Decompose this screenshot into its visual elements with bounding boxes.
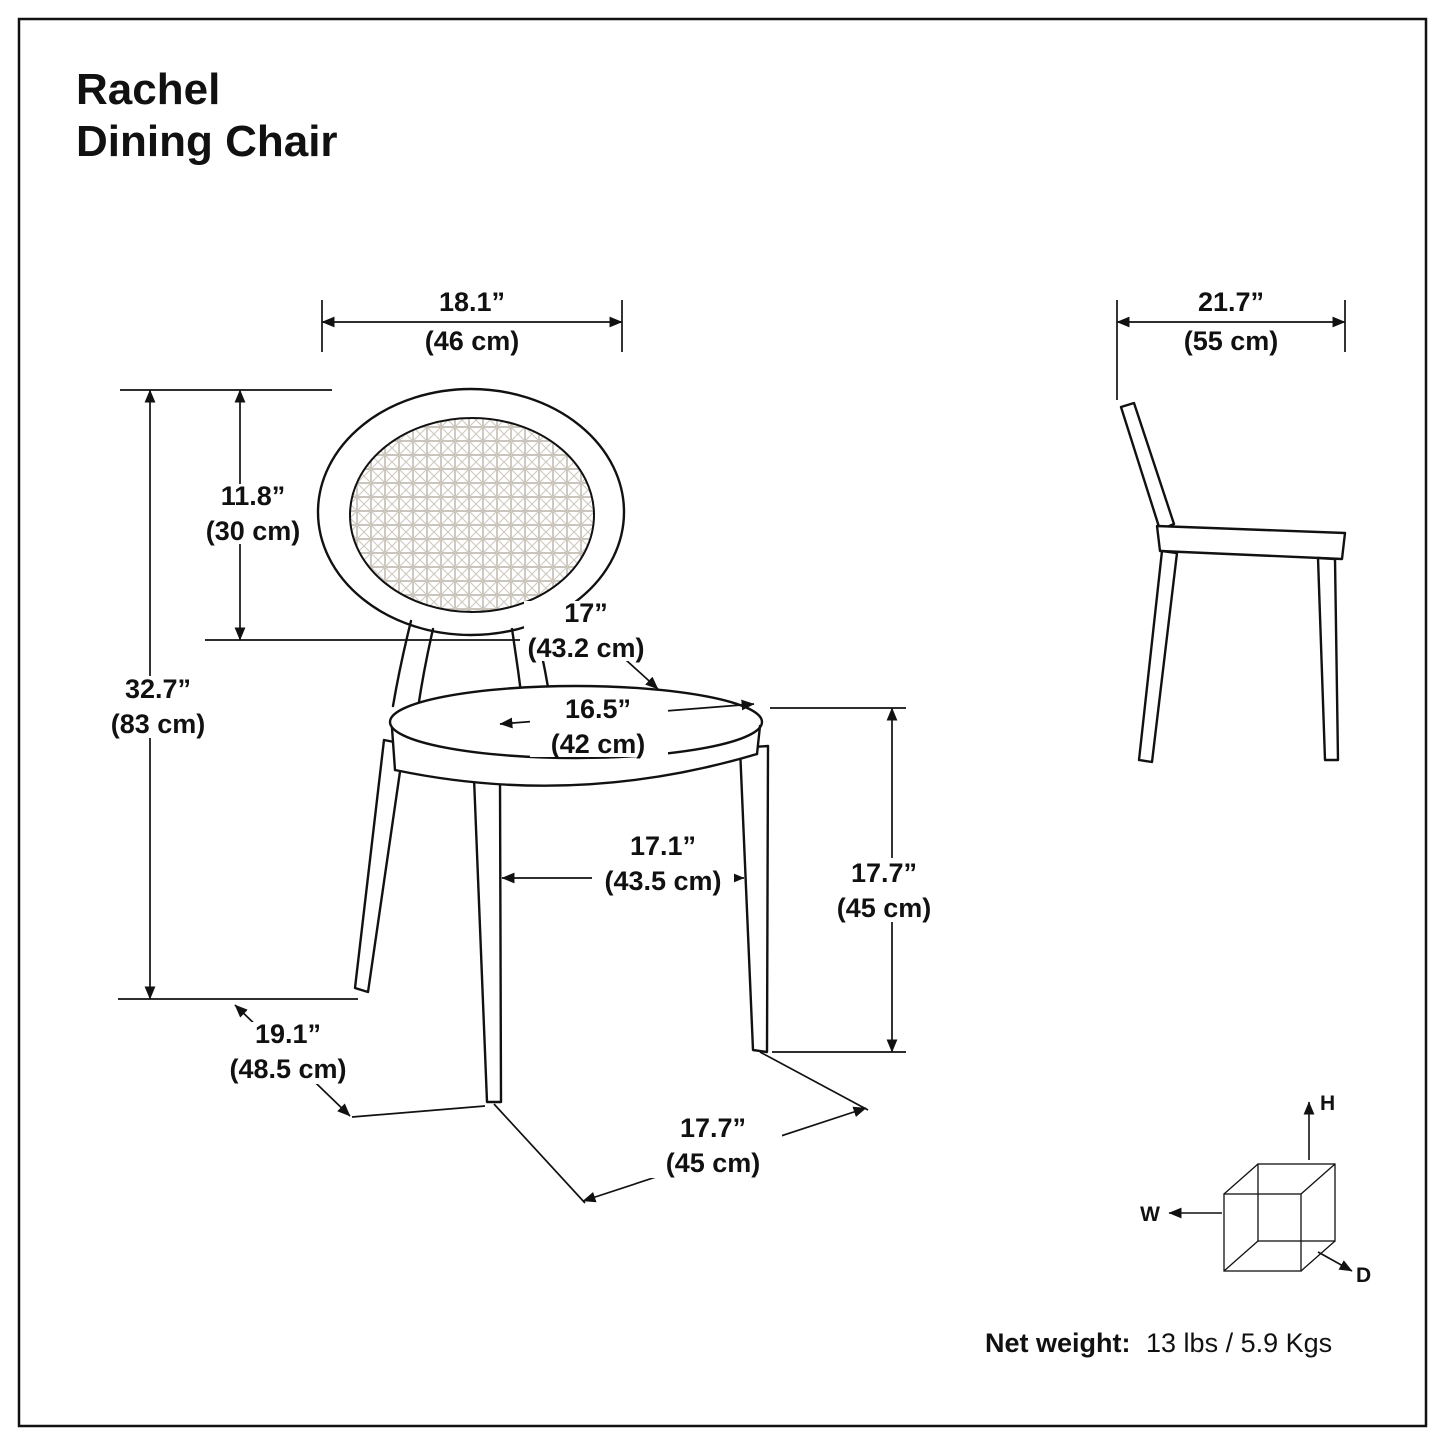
side-front-leg [1316, 556, 1340, 762]
axis-label-d: D [1356, 1264, 1371, 1287]
dim-label-cm: (83 cm) [111, 709, 206, 739]
backrest-cane-panel [349, 417, 595, 613]
label-background [822, 858, 946, 922]
extension-line [493, 1103, 586, 1204]
dim-label-in: 17.7” [680, 1113, 746, 1143]
dim-label-cm: (43.2 cm) [527, 633, 644, 663]
dim-seat-front-width: 17” (43.2 cm) [524, 598, 659, 690]
label-background [592, 862, 734, 896]
dim-label-in: 17.1” [630, 831, 696, 861]
dim-back-height: 11.8” (30 cm) [200, 389, 520, 641]
dim-label-in: 11.8” [221, 481, 286, 511]
cube-edge [1300, 1163, 1336, 1195]
back-post-left-outer [391, 619, 413, 708]
seat-top [388, 684, 764, 760]
cube-edge [1300, 1240, 1336, 1272]
cube-back-face [1257, 1163, 1336, 1242]
dim-label-cm: (30 cm) [206, 516, 301, 546]
front-right-leg [738, 744, 770, 1054]
label-background [644, 1116, 782, 1178]
page-border [17, 17, 1428, 1428]
dim-footprint-depth: 17.7” (45 cm) [493, 1051, 869, 1204]
dim-seat-height: 17.7” (45 cm) [770, 707, 946, 1053]
title-line-1: Rachel [76, 65, 220, 114]
dim-back-width: 18.1” (46 cm) [321, 287, 623, 356]
page-title: Rachel Dining Chair [76, 65, 338, 166]
label-background [102, 676, 216, 738]
dim-label-cm: (55 cm) [1184, 326, 1279, 356]
back-post-left-inner [416, 627, 435, 710]
dim-footprint-width: 19.1” (48.5 cm) [216, 1004, 486, 1118]
label-background [200, 484, 310, 544]
dim-label-in: 16.5” [565, 694, 631, 724]
cube-front-face [1223, 1193, 1302, 1272]
leader-line [625, 659, 659, 690]
seat-apron-right [755, 724, 762, 756]
net-weight-label: Net weight: [985, 1328, 1131, 1358]
chair-side-view [1119, 401, 1347, 764]
side-seat [1155, 524, 1347, 561]
axis-label-w: W [1140, 1203, 1160, 1226]
dim-overall-depth: 21.7” (55 cm) [1116, 287, 1346, 400]
cube-edge [1223, 1240, 1259, 1272]
dim-label-cm: (45 cm) [666, 1148, 761, 1178]
dim-label-in: 32.7” [125, 674, 191, 704]
axis-label-h: H [1320, 1092, 1335, 1115]
side-backrest [1119, 401, 1176, 532]
net-weight: Net weight: 13 lbs / 5.9 Kgs [985, 1328, 1332, 1358]
dim-label-in: 17” [564, 598, 608, 628]
label-background [524, 601, 652, 661]
dim-label-cm: (46 cm) [425, 326, 520, 356]
front-left-leg [472, 776, 503, 1104]
dim-label-cm: (45 cm) [837, 893, 932, 923]
dim-seat-depth: 16.5” (42 cm) [499, 694, 755, 759]
title-line-2: Dining Chair [76, 117, 338, 166]
extension-line [351, 1105, 486, 1118]
seat-apron-left [390, 726, 397, 772]
dim-front-leg-span: 17.1” (43.5 cm) [501, 831, 745, 896]
dim-label-in: 18.1” [439, 287, 505, 317]
dim-label-cm: (42 cm) [551, 729, 646, 759]
dim-label-in: 19.1” [255, 1019, 321, 1049]
label-background [530, 695, 668, 757]
extension-line [759, 1051, 869, 1111]
dim-label-cm: (48.5 cm) [229, 1054, 346, 1084]
depth-axis-arrow [1317, 1251, 1353, 1272]
rear-left-leg [353, 738, 406, 994]
dim-overall-height: 32.7” (83 cm) [102, 389, 358, 1000]
dim-label-cm: (43.5 cm) [604, 866, 721, 896]
dim-label-in: 21.7” [1198, 287, 1264, 317]
axis-orientation-cube: H W D [1140, 1092, 1371, 1287]
net-weight-value: 13 lbs / 5.9 Kgs [1146, 1328, 1332, 1358]
cube-edge [1223, 1163, 1259, 1195]
seat-apron-bottom [393, 752, 759, 787]
side-rear-leg [1137, 549, 1179, 764]
label-background [216, 1022, 360, 1084]
dim-label-in: 17.7” [851, 858, 917, 888]
